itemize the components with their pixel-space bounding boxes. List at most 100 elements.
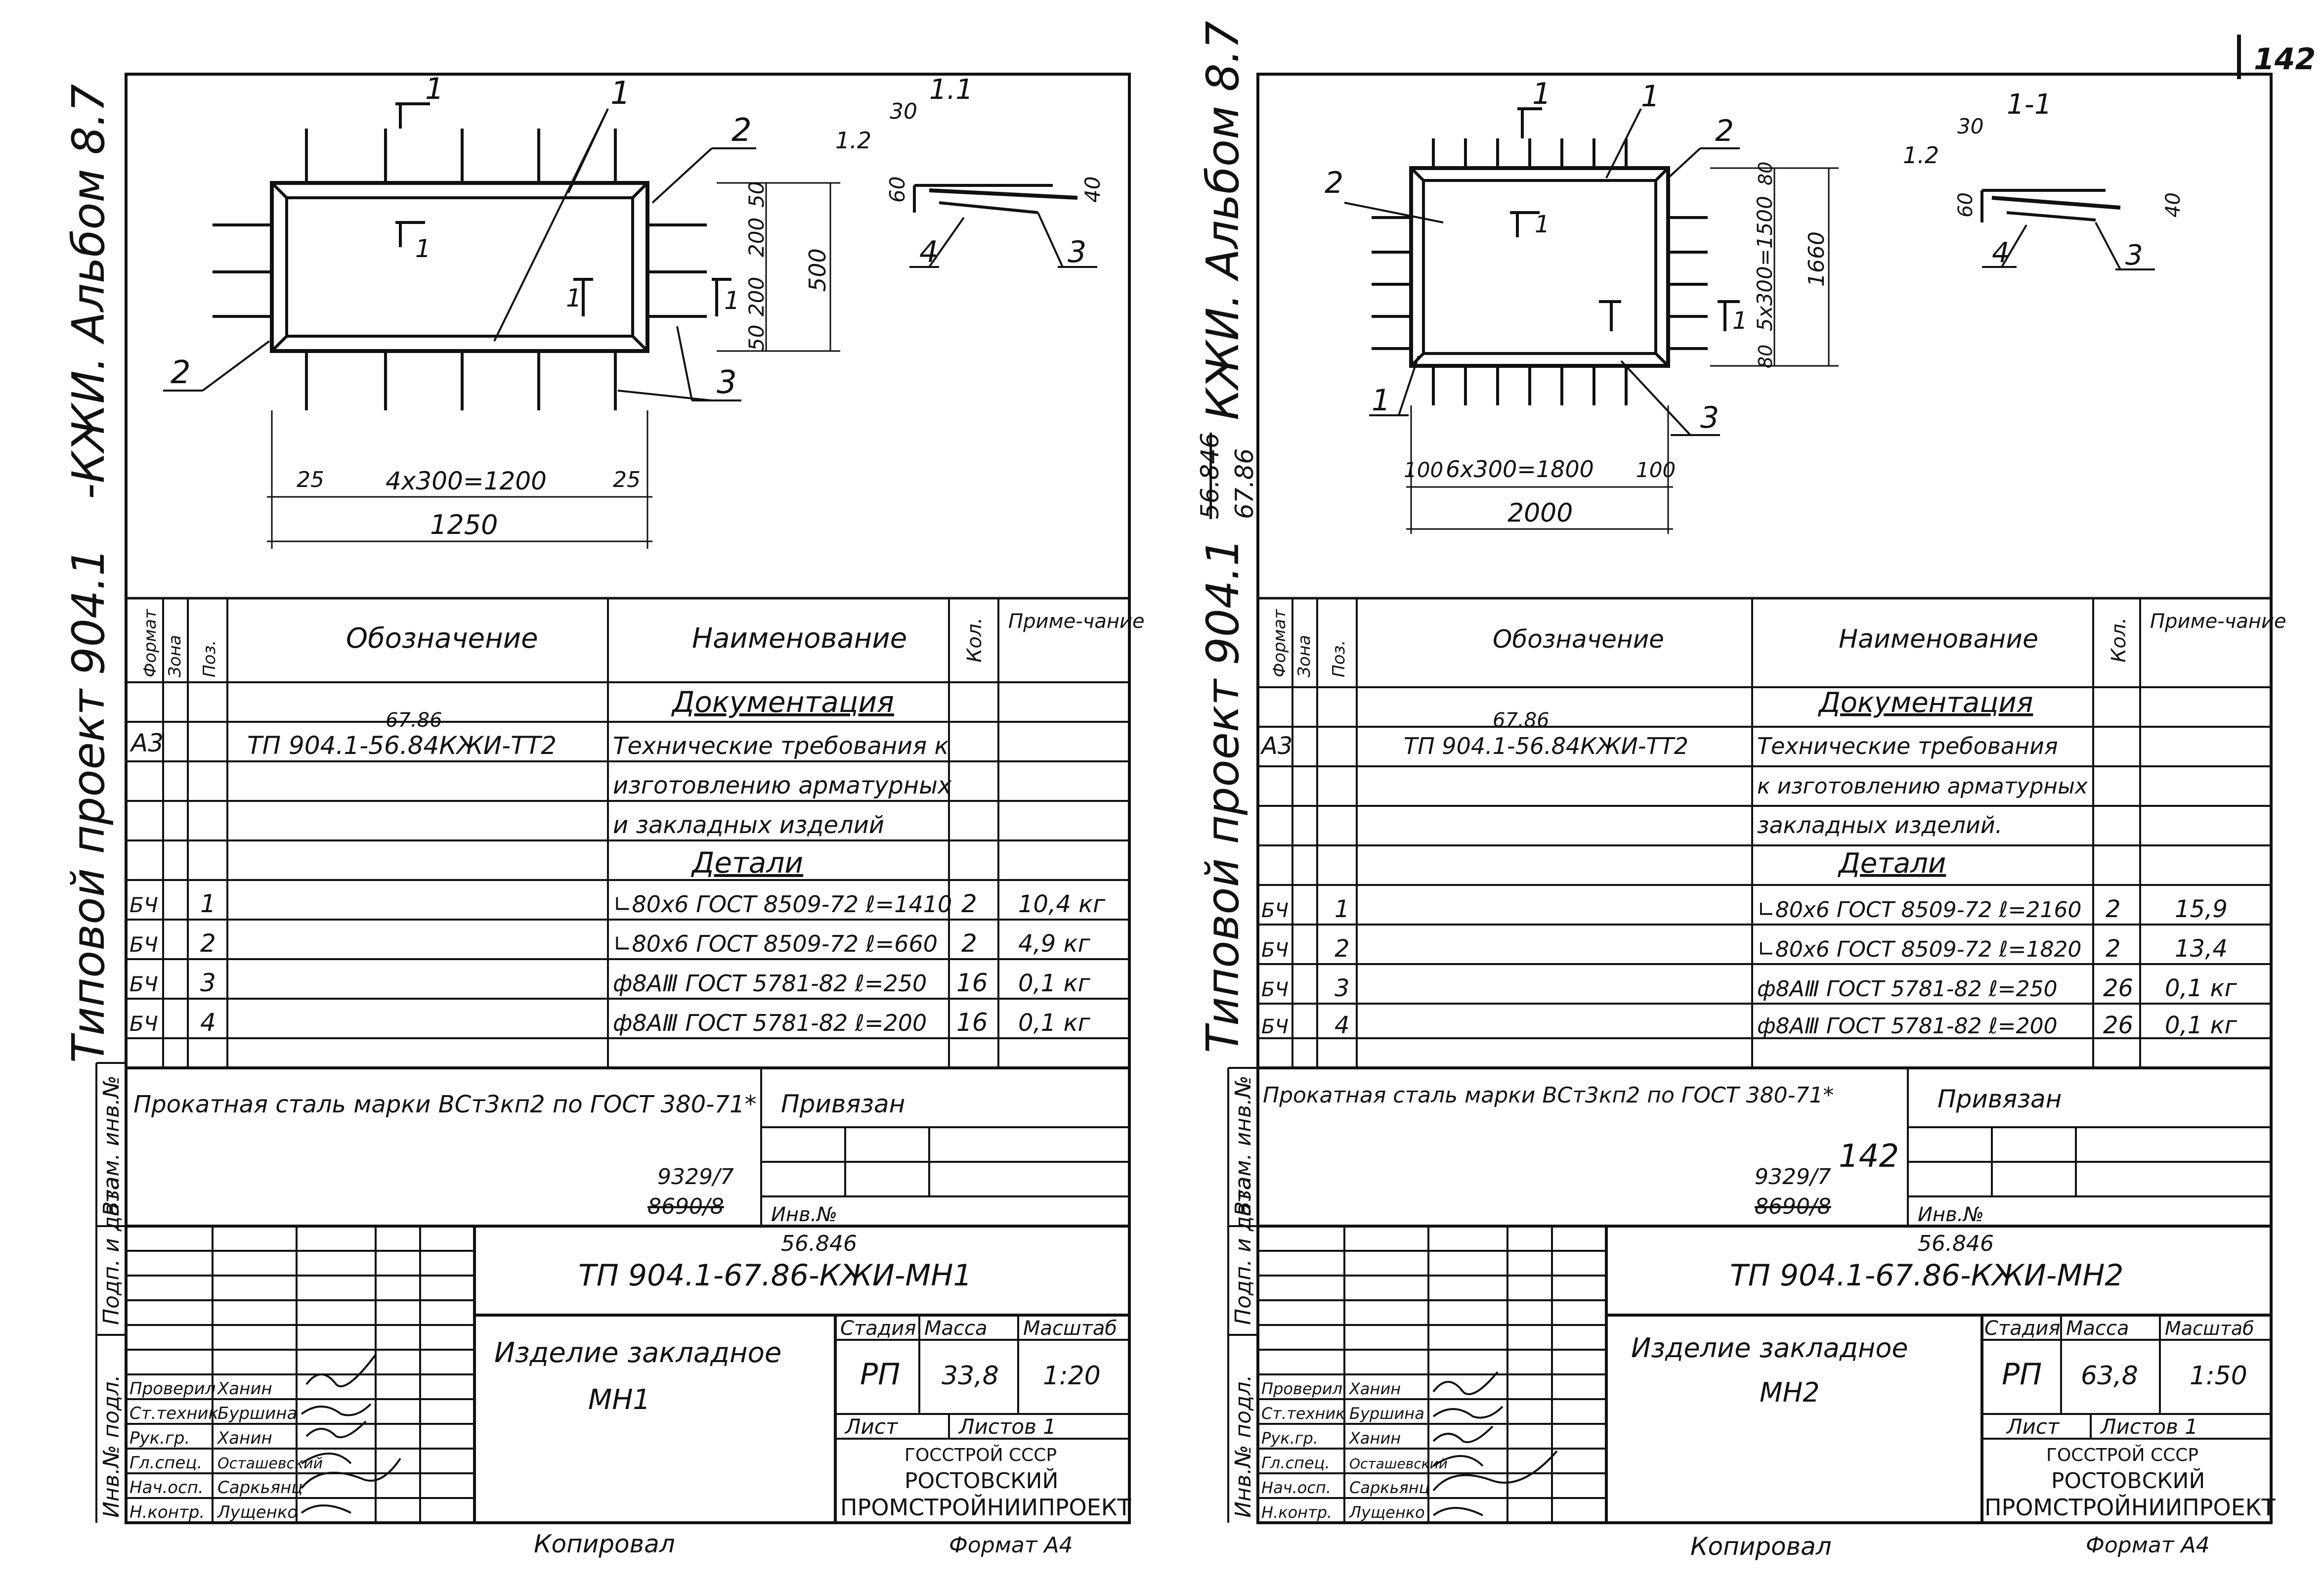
svg-text:и закладных изделий: и закладных изделий — [613, 811, 884, 839]
svg-text:Инв.№: Инв.№ — [771, 1203, 837, 1226]
svg-text:Зона: Зона — [1294, 635, 1314, 677]
svg-text:Буршина: Буршина — [1349, 1404, 1424, 1423]
svg-text:30: 30 — [890, 99, 917, 124]
svg-text:16: 16 — [956, 1008, 988, 1037]
svg-text:33,8: 33,8 — [942, 1361, 999, 1391]
svg-text:Осташевский: Осташевский — [1349, 1456, 1448, 1472]
svg-text:ТП 904.1-67.86-КЖИ-МН2: ТП 904.1-67.86-КЖИ-МН2 — [1730, 1258, 2124, 1293]
svg-text:25: 25 — [297, 467, 324, 492]
svg-text:Привязан: Привязан — [781, 1090, 905, 1118]
svg-text:Формат: Формат — [1270, 609, 1290, 677]
svg-text:Буршина: Буршина — [217, 1404, 297, 1423]
svg-text:Изделие закладное: Изделие закладное — [1631, 1332, 1908, 1364]
svg-text:2: 2 — [1715, 114, 1734, 148]
svg-text:БЧ: БЧ — [1261, 1015, 1289, 1038]
svg-text:Саркьянц: Саркьянц — [1349, 1478, 1429, 1497]
svg-text:4: 4 — [919, 235, 938, 269]
svg-text:РОСТОВСКИЙ: РОСТОВСКИЙ — [2051, 1467, 2205, 1494]
svg-text:0,1 кг: 0,1 кг — [2165, 974, 2238, 1002]
svg-text:0,1 кг: 0,1 кг — [1018, 970, 1091, 997]
svg-text:142: 142 — [1839, 1138, 1899, 1175]
svg-text:Н.контр.: Н.контр. — [129, 1502, 205, 1522]
svg-text:Наименование: Наименование — [1839, 624, 2038, 654]
svg-text:Копировал: Копировал — [534, 1530, 675, 1558]
svg-text:60: 60 — [885, 176, 909, 203]
svg-text:56.846: 56.846 — [1196, 433, 1224, 519]
svg-text:4: 4 — [200, 1008, 216, 1037]
svg-text:ф8АⅢ ГОСТ 5781-82 ℓ=200: ф8АⅢ ГОСТ 5781-82 ℓ=200 — [1757, 1014, 2058, 1039]
svg-text:Ханин: Ханин — [1348, 1379, 1401, 1398]
left-spec-table: Формат Зона Поз. Обозначение Наименовани… — [126, 598, 1145, 1069]
svg-text:16: 16 — [956, 969, 988, 997]
svg-text:БЧ: БЧ — [1261, 978, 1289, 1001]
svg-text:Ст.техник: Ст.техник — [1261, 1404, 1345, 1423]
svg-text:А3: А3 — [1260, 732, 1292, 760]
svg-text:Поз.: Поз. — [200, 640, 219, 677]
svg-text:13,4: 13,4 — [2175, 935, 2228, 963]
svg-text:3: 3 — [200, 969, 216, 997]
svg-text:Подп. и дата: Подп. и дата — [99, 1177, 124, 1325]
svg-text:БЧ: БЧ — [129, 972, 158, 996]
right-drawing-mn2: 1 1 1 1 2 2 3 1 — [1325, 77, 2185, 534]
svg-text:Лист: Лист — [844, 1414, 899, 1439]
svg-text:Приме-чание: Приме-чание — [1008, 610, 1145, 633]
svg-text:ТП 904.1-67.86-КЖИ-МН1: ТП 904.1-67.86-КЖИ-МН1 — [578, 1258, 972, 1293]
svg-text:ТП 904.1-56.84КЖИ-ТТ2: ТП 904.1-56.84КЖИ-ТТ2 — [1404, 733, 1688, 759]
right-side-title: Типовой проект 904.1 56.846 67.86 КЖИ. А… — [1196, 21, 1259, 1053]
svg-text:ф8АⅢ ГОСТ 5781-82 ℓ=250: ф8АⅢ ГОСТ 5781-82 ℓ=250 — [1757, 976, 2058, 1002]
svg-text:1: 1 — [566, 284, 582, 312]
svg-text:Прокатная сталь марки ВСт3кп2: Прокатная сталь марки ВСт3кп2 по ГОСТ 38… — [133, 1091, 757, 1118]
svg-text:2000: 2000 — [1507, 498, 1573, 528]
svg-text:50: 50 — [744, 325, 769, 351]
svg-text:ПРОМСТРОЙНИИПРОЕКТ: ПРОМСТРОЙНИИПРОЕКТ — [840, 1494, 1131, 1521]
svg-text:6x300=1800: 6x300=1800 — [1446, 456, 1594, 483]
svg-text:1: 1 — [724, 286, 740, 315]
svg-text:Подп. и дата: Подп. и дата — [1231, 1177, 1256, 1325]
svg-text:Зона: Зона — [165, 635, 185, 677]
svg-text:БЧ: БЧ — [1261, 899, 1289, 922]
svg-text:2: 2 — [1325, 166, 1343, 200]
svg-text:Проверил: Проверил — [1261, 1379, 1342, 1398]
left-sheet: Типовой проект 904.1 -КЖИ. Альбом 8.7 Ин… — [63, 72, 1145, 1558]
svg-text:∟80х6 ГОСТ 8509-72 ℓ=2160: ∟80х6 ГОСТ 8509-72 ℓ=2160 — [1757, 897, 2081, 923]
svg-text:10,4 кг: 10,4 кг — [1018, 890, 1106, 918]
svg-text:Формат: Формат — [140, 609, 160, 677]
svg-text:500: 500 — [804, 248, 831, 292]
svg-text:2: 2 — [1334, 935, 1350, 963]
svg-text:ТП 904.1-56.84КЖИ-ТТ2: ТП 904.1-56.84КЖИ-ТТ2 — [247, 731, 557, 760]
svg-text:изготовлению арматурных: изготовлению арматурных — [613, 772, 952, 799]
svg-text:40: 40 — [1080, 176, 1105, 203]
svg-text:-КЖИ. Альбом 8.7: -КЖИ. Альбом 8.7 — [63, 84, 115, 499]
svg-text:100: 100 — [1636, 458, 1676, 482]
svg-text:Взам. инв.№: Взам. инв.№ — [1231, 1075, 1256, 1216]
svg-text:Нач.осп.: Нач.осп. — [1261, 1478, 1331, 1497]
svg-text:8690/8: 8690/8 — [647, 1194, 724, 1219]
svg-text:26: 26 — [2103, 1012, 2133, 1039]
svg-text:26: 26 — [2103, 974, 2133, 1002]
svg-text:БЧ: БЧ — [129, 932, 158, 957]
svg-text:30: 30 — [1957, 114, 1983, 138]
left-side-title: Типовой проект 904.1 -КЖИ. Альбом 8.7 — [63, 84, 115, 1063]
svg-text:1-1: 1-1 — [2007, 88, 2052, 121]
svg-text:РП: РП — [2002, 1357, 2042, 1392]
svg-text:2: 2 — [2106, 935, 2121, 963]
svg-text:ф8АⅢ ГОСТ 5781-82 ℓ=200: ф8АⅢ ГОСТ 5781-82 ℓ=200 — [613, 1010, 927, 1036]
svg-text:Детали: Детали — [1837, 847, 1946, 880]
svg-text:РОСТОВСКИЙ: РОСТОВСКИЙ — [904, 1467, 1058, 1494]
right-sheet: Типовой проект 904.1 56.846 67.86 КЖИ. А… — [1196, 21, 2286, 1561]
svg-text:200: 200 — [744, 277, 769, 316]
svg-text:1: 1 — [1732, 307, 1748, 335]
svg-text:БЧ: БЧ — [1261, 939, 1289, 962]
right-spec-table: Формат Зона Поз. Обозначение Наименовани… — [1258, 598, 2286, 1069]
svg-text:1.2: 1.2 — [835, 127, 871, 154]
svg-text:3: 3 — [1700, 400, 1719, 435]
svg-text:ГОССТРОЙ СССР: ГОССТРОЙ СССР — [2046, 1445, 2198, 1465]
svg-text:1: 1 — [1334, 895, 1350, 923]
svg-text:5x300=1500: 5x300=1500 — [1753, 196, 1777, 331]
svg-text:Взам. инв.№: Взам. инв.№ — [99, 1075, 124, 1216]
svg-text:к изготовлению арматурных: к изготовлению арматурных — [1757, 774, 2088, 799]
svg-text:67.86: 67.86 — [386, 709, 442, 732]
svg-text:Привязан: Привязан — [1937, 1085, 2062, 1113]
svg-text:2: 2 — [200, 929, 216, 958]
